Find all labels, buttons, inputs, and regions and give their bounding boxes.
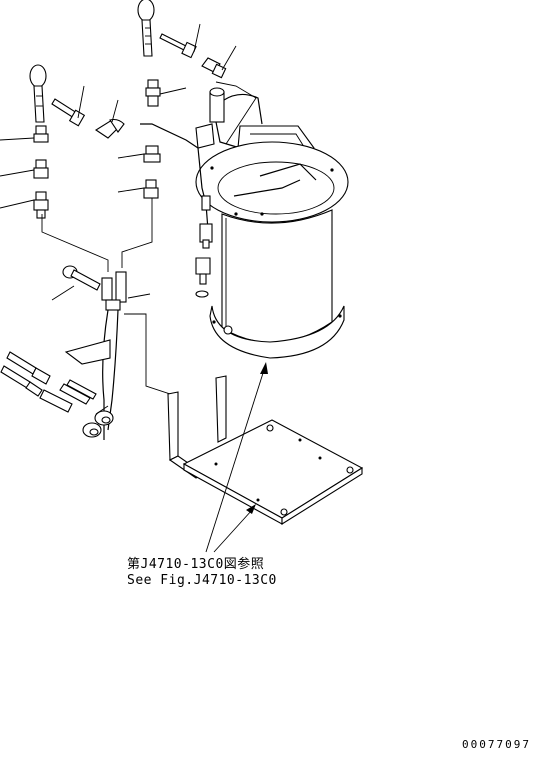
- tee-block-bolt: [51, 265, 101, 301]
- elbow-fitting: [94, 99, 125, 139]
- top-bolt: [159, 23, 201, 59]
- top-union: [145, 79, 187, 107]
- hose-eye-ends: [82, 405, 114, 438]
- reference-leaders: [205, 362, 268, 553]
- reference-label-en: See Fig.J4710-13C0: [127, 573, 277, 588]
- left-union-1: [0, 125, 49, 143]
- tank-hose-left: [140, 123, 317, 197]
- hose-lines: [102, 309, 173, 440]
- leader-lines-top: [215, 81, 257, 145]
- left-union-3: [0, 191, 49, 219]
- tee-block: [101, 271, 151, 311]
- left-sensor-2: [0, 365, 43, 397]
- top-eye-fitting: [137, 0, 155, 57]
- mid-union-2: [117, 179, 159, 199]
- top-adapter-right: [201, 45, 237, 79]
- left-bolt: [51, 85, 86, 127]
- tank-top: [195, 141, 349, 223]
- tank-bolt: [195, 257, 211, 298]
- tank-bottom-flange: [209, 305, 345, 359]
- left-eye-fitting: [29, 64, 47, 123]
- left-sensor-1: [6, 351, 51, 385]
- base-plate: [182, 419, 364, 525]
- left-union-2: [0, 159, 49, 179]
- mid-union-1: [117, 145, 161, 163]
- label-flag: [64, 339, 111, 365]
- reference-label-jp: 第J4710-13C0図参照: [127, 557, 265, 572]
- left-sensor-3: [39, 379, 97, 413]
- drawing-code: 00077097: [462, 738, 531, 751]
- drain-hose: [197, 147, 213, 249]
- tank-body: [221, 209, 333, 344]
